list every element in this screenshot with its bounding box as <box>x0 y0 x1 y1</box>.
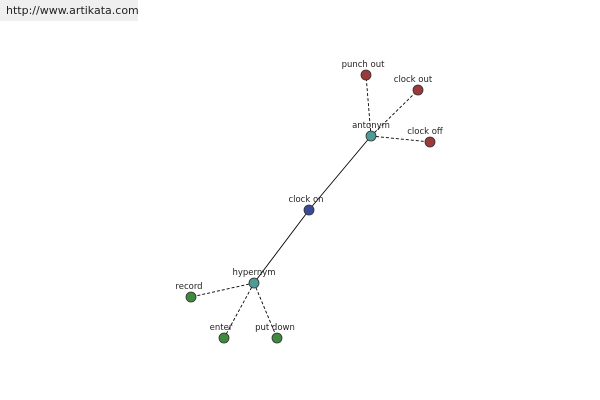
node-punch-out[interactable] <box>360 69 372 81</box>
node-label-hypernym[interactable]: hypernym <box>232 268 275 278</box>
edge-hypernym-record <box>190 282 255 298</box>
url-banner[interactable]: http://www.artikata.com <box>0 0 139 21</box>
node-label-clock-off[interactable]: clock off <box>407 127 444 137</box>
node-clock-on[interactable] <box>303 204 315 216</box>
edges-layer <box>190 74 431 339</box>
edge-antonym-punch-out <box>365 74 372 137</box>
node-clock-off[interactable] <box>424 136 436 148</box>
node-antonym[interactable] <box>365 130 377 142</box>
node-label-antonym[interactable]: antonym <box>352 121 390 131</box>
node-record[interactable] <box>185 291 197 303</box>
node-put-down[interactable] <box>271 332 283 344</box>
edge-clock-on-antonym <box>308 135 372 211</box>
node-label-record[interactable]: record <box>175 282 202 292</box>
edge-antonym-clock-out <box>370 89 419 137</box>
node-label-punch-out[interactable]: punch out <box>342 60 386 70</box>
node-label-clock-out[interactable]: clock out <box>394 75 433 85</box>
node-enter[interactable] <box>218 332 230 344</box>
edge-clock-on-hypernym <box>253 209 310 284</box>
node-clock-out[interactable] <box>412 84 424 96</box>
labels-layer: clock on antonym hypernym punch out clock ou… <box>175 60 444 333</box>
nodes-layer <box>185 69 436 344</box>
node-label-clock-on[interactable]: clock on <box>288 195 323 205</box>
node-hypernym[interactable] <box>248 277 260 289</box>
node-label-enter[interactable]: enter <box>210 323 233 333</box>
edge-hypernym-enter <box>223 282 255 339</box>
node-label-put-down[interactable]: put down <box>255 323 295 333</box>
